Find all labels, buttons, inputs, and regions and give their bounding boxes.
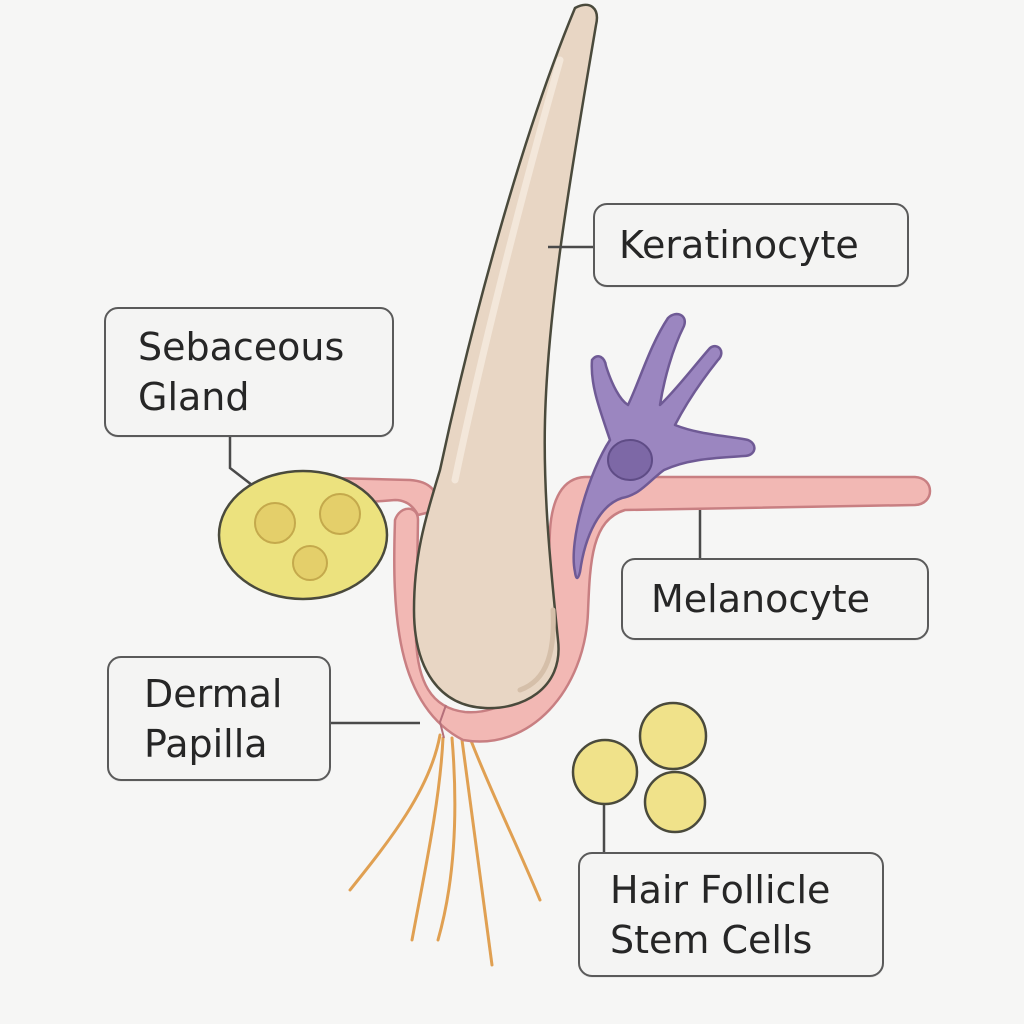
hair-shaft-shadow: [517, 607, 556, 693]
stem-cell: [571, 738, 639, 806]
stem-label-line2: Stem Cells: [610, 917, 813, 962]
melanocyte-label-text: Melanocyte: [651, 577, 871, 621]
keratinocyte-label-text: Keratinocyte: [619, 223, 859, 267]
dermal-label-line2: Papilla: [144, 721, 268, 766]
melanocyte-label: Melanocyte: [621, 558, 929, 640]
sebaceous-gland-label: Sebaceous Gland: [104, 307, 394, 437]
hair-shaft: [412, 3, 599, 710]
sebaceous-label-line1: Sebaceous: [138, 325, 345, 369]
stem-cells-label: Hair Follicle Stem Cells: [578, 852, 884, 977]
hair-shaft-highlight: [451, 56, 564, 484]
melanocyte-cell: [572, 312, 756, 580]
gland-vesicle: [254, 502, 296, 544]
root-fiber: [348, 733, 442, 892]
stem-cells: [571, 701, 708, 834]
sebaceous-label-line2: Gland: [138, 375, 250, 419]
stem-cell: [643, 770, 707, 834]
root-fiber: [436, 736, 457, 942]
follicle-sheath: [393, 475, 932, 743]
dermal-papilla-label: Dermal Papilla: [107, 656, 331, 781]
gland-vesicle: [319, 493, 361, 535]
root-fiber: [460, 738, 494, 967]
root-fibers: [348, 733, 542, 967]
keratinocyte-label: Keratinocyte: [593, 203, 909, 287]
melanocyte-nucleus: [607, 439, 653, 481]
sebaceous-gland: [217, 469, 389, 601]
dermal-label-line1: Dermal: [144, 671, 283, 716]
leader-lines: [228, 245, 702, 852]
root-fiber: [410, 736, 445, 942]
leader-line-sebaceous: [228, 437, 253, 486]
root-fiber: [468, 736, 542, 902]
stem-cell: [638, 701, 708, 771]
stem-label-line1: Hair Follicle: [610, 867, 831, 912]
gland-vesicle: [292, 545, 328, 581]
papilla-line: [438, 704, 447, 739]
